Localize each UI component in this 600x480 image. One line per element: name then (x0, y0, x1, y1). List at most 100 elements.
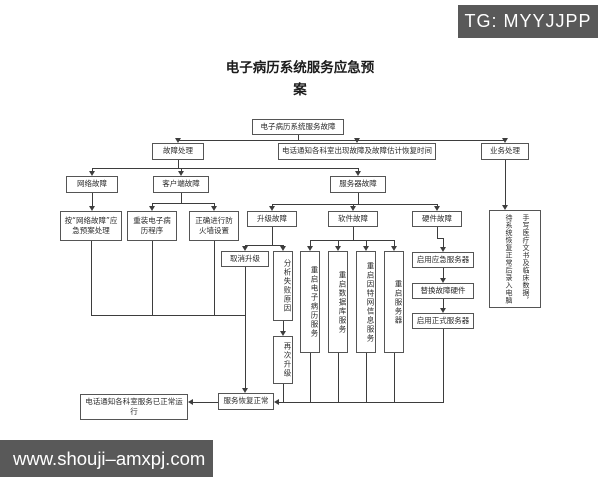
connector-line (91, 241, 92, 315)
arrowhead-icon (211, 206, 217, 211)
arrowhead-icon (502, 205, 508, 210)
connector-line (272, 204, 273, 207)
connector-line (92, 168, 93, 172)
node-replace-hardware: 替换故障硬件 (412, 283, 474, 299)
connector-line (353, 227, 354, 240)
connector-line (366, 353, 367, 402)
node-emergency-server: 启用应急服务器 (412, 252, 474, 268)
tg-badge-text: TG: MYYJJPP (464, 11, 592, 31)
connector-line (505, 160, 506, 206)
connector-line (310, 353, 311, 402)
node-service-restored: 服务恢复正常 (218, 393, 274, 410)
arrowhead-icon (440, 308, 446, 313)
node-analyze-failure: 分析失败原因 (273, 251, 293, 321)
arrowhead-icon (354, 138, 360, 143)
connector-line (283, 384, 284, 402)
connector-line (91, 315, 246, 316)
node-root: 电子病历系统服务故障 (252, 119, 344, 135)
connector-line (214, 203, 215, 207)
connector-line (283, 321, 284, 332)
connector-line (310, 240, 395, 241)
connector-line (92, 193, 93, 207)
node-software-fault: 软件故障 (328, 211, 378, 227)
node-firewall: 正确进行防火墙设置 (189, 211, 239, 241)
arrowhead-icon (188, 399, 193, 405)
arrowhead-icon (242, 246, 248, 251)
node-upgrade-fault: 升级故障 (247, 211, 297, 227)
arrowhead-icon (274, 399, 279, 405)
node-handwrite: 手写医疗文书及临床数据，待系统恢复正常后录入电脑 (489, 210, 541, 308)
connector-line (443, 299, 444, 309)
connector-line (181, 193, 182, 203)
page-title: 电子病历系统服务应急预 案 (0, 57, 600, 102)
connector-line (193, 402, 218, 403)
arrowhead-icon (178, 171, 184, 176)
arrowhead-icon (307, 246, 313, 251)
node-fault-handling: 故障处理 (152, 143, 204, 160)
connector-line (394, 353, 395, 402)
connector-line (298, 135, 299, 140)
connector-line (443, 238, 444, 248)
connector-line (178, 160, 179, 168)
node-notify-ok: 电话通知各科室服务已正常运行 (80, 394, 188, 420)
connector-line (366, 240, 367, 247)
watermark-text: www.shouji–amxpj.com (13, 447, 206, 469)
node-network-fault: 网络故障 (66, 176, 118, 193)
arrowhead-icon (89, 206, 95, 211)
tg-badge: TG: MYYJJPP (458, 5, 598, 38)
connector-line (152, 203, 153, 207)
arrowhead-icon (502, 138, 508, 143)
arrowhead-icon (89, 171, 95, 176)
arrowhead-icon (335, 246, 341, 251)
node-reinstall: 重装电子病历程序 (127, 211, 177, 241)
connector-line (338, 353, 339, 402)
connector-line (272, 204, 438, 205)
connector-line (353, 204, 354, 207)
page-title-line1: 电子病历系统服务应急预 (225, 60, 375, 76)
node-retry-upgrade: 再次升级 (273, 336, 293, 384)
connector-line (437, 204, 438, 207)
arrowhead-icon (355, 171, 361, 176)
connector-line (279, 402, 444, 403)
connector-line (178, 140, 506, 141)
node-cancel-upgrade: 取消升级 (221, 251, 269, 267)
arrowhead-icon (242, 388, 248, 393)
arrowhead-icon (391, 246, 397, 251)
node-notify-fault: 电话通知各科室出现故障及故障估计恢复时间 (278, 143, 436, 160)
connector-line (394, 240, 395, 247)
node-restart-emr: 重启电子病历服务 (300, 251, 320, 353)
arrowhead-icon (440, 278, 446, 283)
node-restart-server: 重启服务器 (384, 251, 404, 353)
arrowhead-icon (363, 246, 369, 251)
node-restart-db: 重启数据库服务 (328, 251, 348, 353)
node-business-handling: 业务处理 (481, 143, 529, 160)
connector-line (214, 241, 215, 315)
page-title-line2: 案 (293, 82, 307, 99)
connector-line (443, 268, 444, 279)
connector-line (358, 168, 359, 172)
watermark-bar: www.shouji–amxpj.com (0, 440, 213, 477)
node-client-fault: 客户端故障 (153, 176, 209, 193)
node-network-plan: 按“网络故障”应急预案处理 (60, 211, 122, 241)
arrowhead-icon (280, 246, 286, 251)
connector-line (358, 193, 359, 204)
connector-line (245, 267, 246, 389)
connector-line (181, 168, 182, 172)
connector-line (245, 245, 284, 246)
arrowhead-icon (149, 206, 155, 211)
arrowhead-icon (440, 247, 446, 252)
node-hardware-fault: 硬件故障 (412, 211, 462, 227)
node-server-fault: 服务器故障 (330, 176, 386, 193)
node-official-server: 启用正式服务器 (412, 313, 474, 329)
node-restart-iis: 重启因特网信息服务 (356, 251, 376, 353)
arrowhead-icon (175, 138, 181, 143)
arrowhead-icon (350, 206, 356, 211)
arrowhead-icon (269, 206, 275, 211)
connector-line (338, 240, 339, 247)
connector-line (272, 227, 273, 245)
connector-line (437, 238, 444, 239)
connector-line (437, 227, 438, 238)
connector-line (152, 241, 153, 315)
connector-line (310, 240, 311, 247)
